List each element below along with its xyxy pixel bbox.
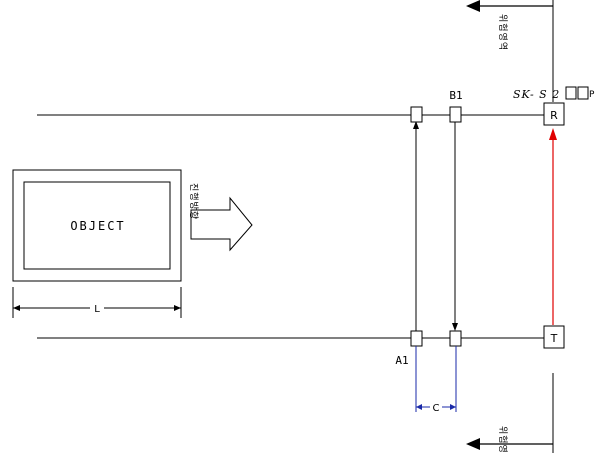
model-suffix: P: [589, 90, 595, 100]
spacing-label: C: [433, 403, 440, 414]
sensor-b-beam: [452, 122, 458, 331]
model-label: SK- S 2: [513, 88, 560, 101]
sensor-b-label: B1: [449, 89, 462, 102]
receiver-label: R: [550, 109, 558, 122]
direction-arrow: [190, 196, 253, 252]
direction-label: 진행방향: [188, 183, 200, 220]
top-output-label: 위험영역: [497, 14, 508, 51]
sensor-a-beam: [413, 121, 419, 331]
transmitter-label: T: [550, 332, 558, 345]
red-beam: [549, 128, 557, 325]
model-box-1: [565, 86, 577, 100]
object-box: [12, 169, 182, 282]
model-box-2: [577, 86, 589, 100]
bottom-output-label: 위험영역: [497, 426, 508, 453]
sensor-b-bottom-box: [449, 330, 462, 347]
object-label: OBJECT: [70, 219, 125, 233]
length-label: L: [94, 304, 100, 315]
length-dimension: [12, 287, 182, 318]
top-output-arrow: [466, 0, 553, 12]
sensor-a-label: A1: [395, 354, 408, 367]
transmitter-box: [543, 325, 565, 349]
sensor-a-bottom-box: [410, 330, 423, 347]
receiver-box: [543, 102, 565, 126]
bottom-output-arrow: [466, 438, 553, 450]
sensor-a-top-box: [410, 106, 423, 123]
spacing-dimension: [415, 346, 457, 412]
sensor-b-top-box: [449, 106, 462, 123]
